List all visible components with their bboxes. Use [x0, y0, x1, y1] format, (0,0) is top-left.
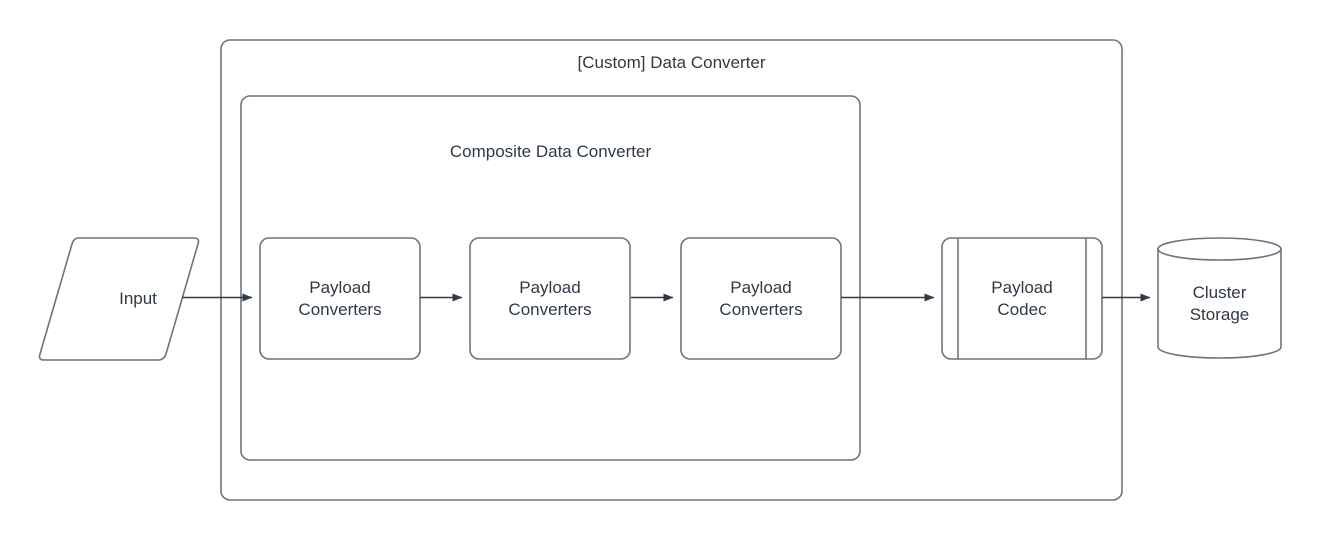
node-payload-converters-2-shape[interactable]: [469, 237, 631, 360]
node-payload-codec-shape[interactable]: [941, 237, 1103, 360]
node-payload-converters-3-shape[interactable]: [680, 237, 842, 360]
node-cluster-storage-shape[interactable]: [1157, 237, 1282, 359]
container-custom-data-converter[interactable]: [220, 39, 1123, 501]
node-payload-converters-1-shape[interactable]: [259, 237, 421, 360]
container-composite-data-converter[interactable]: [240, 95, 861, 461]
node-input-shape[interactable]: [38, 237, 200, 361]
